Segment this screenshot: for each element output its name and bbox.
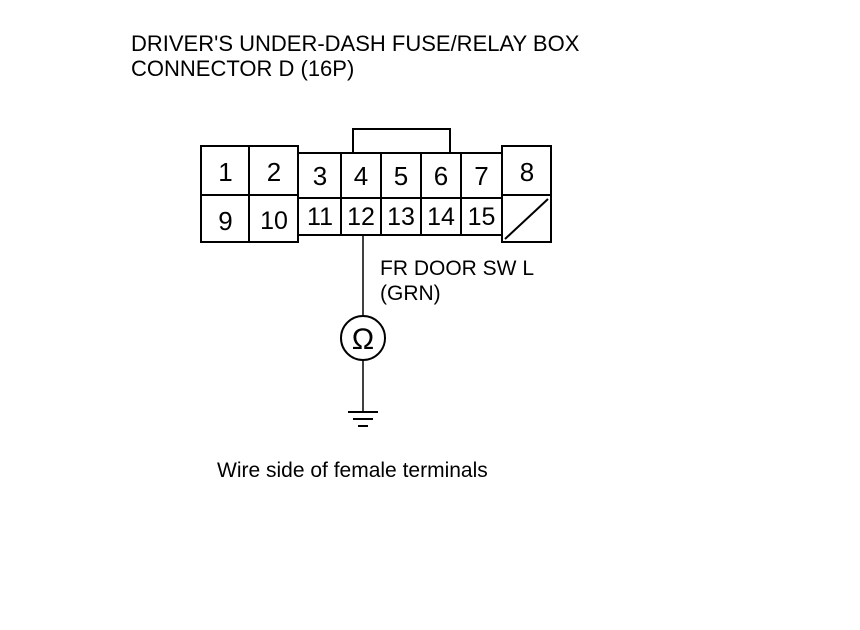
terminal-12: 12 xyxy=(347,203,375,231)
unused-cavity-mark xyxy=(504,198,549,240)
terminal-8: 8 xyxy=(519,157,535,187)
diagram-caption: Wire side of female terminals xyxy=(217,459,488,482)
terminal-9: 9 xyxy=(218,206,233,236)
terminal-5: 5 xyxy=(393,161,409,191)
terminal-14: 14 xyxy=(427,203,455,231)
wire-label: FR DOOR SW L (GRN) xyxy=(380,256,534,306)
terminal-13: 13 xyxy=(387,203,415,231)
terminal-1: 1 xyxy=(218,157,233,187)
title-line-1: DRIVER'S UNDER-DASH FUSE/RELAY BOX xyxy=(131,31,580,56)
wire-name: FR DOOR SW L xyxy=(380,257,535,280)
terminal-10: 10 xyxy=(260,207,288,235)
terminal-6: 6 xyxy=(433,161,449,191)
terminal-3: 3 xyxy=(312,161,328,191)
diagram-title: DRIVER'S UNDER-DASH FUSE/RELAY BOX CONNE… xyxy=(131,31,579,81)
title-line-2: CONNECTOR D (16P) xyxy=(131,56,355,81)
wire-color: (GRN) xyxy=(380,282,441,305)
connector-lock-tab xyxy=(352,128,451,153)
terminal-7: 7 xyxy=(474,161,489,191)
terminal-15: 15 xyxy=(467,203,496,231)
terminal-4: 4 xyxy=(353,161,369,191)
ground-icon xyxy=(348,411,378,427)
terminal-2: 2 xyxy=(266,157,282,187)
ohm-symbol: Ω xyxy=(352,323,374,356)
terminal-11: 11 xyxy=(307,203,333,231)
